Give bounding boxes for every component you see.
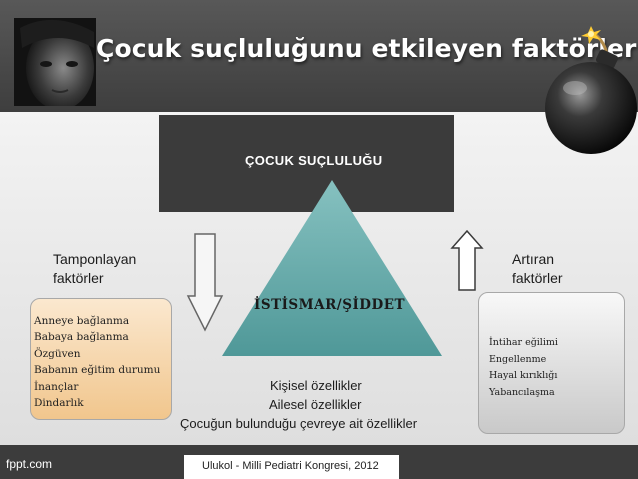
risk-factors-box — [478, 292, 625, 434]
list-item: Hayal kırıklığı — [489, 370, 558, 382]
down-arrow-icon — [186, 233, 224, 332]
risk-factors-label: Artıran faktörler — [512, 251, 563, 286]
list-item: Babanın eğitim durumu — [34, 364, 161, 377]
list-item: İnançlar — [34, 380, 79, 393]
child-face-image — [14, 18, 96, 106]
slide-title: Çocuk suçluluğunu etkileyen faktörler — [96, 34, 637, 63]
up-arrow-icon — [450, 230, 484, 291]
triangle-label: İSTİSMAR/ŞİDDET — [254, 297, 406, 313]
list-item: Özgüven — [34, 347, 81, 360]
risk-factors-list: İntihar eğilimi Engellenme Hayal kırıklı… — [489, 335, 558, 401]
header-band — [0, 0, 638, 112]
list-item: Dindarlık — [34, 397, 84, 410]
personal-traits-text: Kişisel özellikler — [270, 378, 362, 393]
environment-traits-text: Çocuğun bulunduğu çevreye ait özellikler — [180, 416, 418, 431]
abuse-triangle — [222, 180, 442, 356]
buffer-factors-label: Tamponlayan faktörler — [53, 251, 137, 286]
center-dark-box — [159, 115, 454, 212]
list-item: Yabancılaşma — [489, 386, 555, 398]
brand-link[interactable]: fppt.com — [6, 457, 53, 471]
footer-credit: Ulukol - Milli Pediatri Kongresi, 2012 — [202, 460, 379, 472]
list-item: Babaya bağlanma — [34, 331, 129, 344]
buffer-factors-list: Anneye bağlanma Babaya bağlanma Özgüven … — [34, 313, 160, 411]
list-item: İntihar eğilimi — [489, 337, 558, 348]
list-item: Anneye bağlanma — [34, 315, 130, 327]
center-box-label: ÇOCUK SUÇLULUĞU — [245, 153, 383, 168]
footer-credit-box — [184, 455, 399, 479]
buffer-factors-box — [30, 298, 172, 420]
list-item: Engellenme — [489, 353, 547, 365]
family-traits-text: Ailesel özellikler — [269, 397, 362, 412]
bomb-icon — [545, 26, 637, 154]
